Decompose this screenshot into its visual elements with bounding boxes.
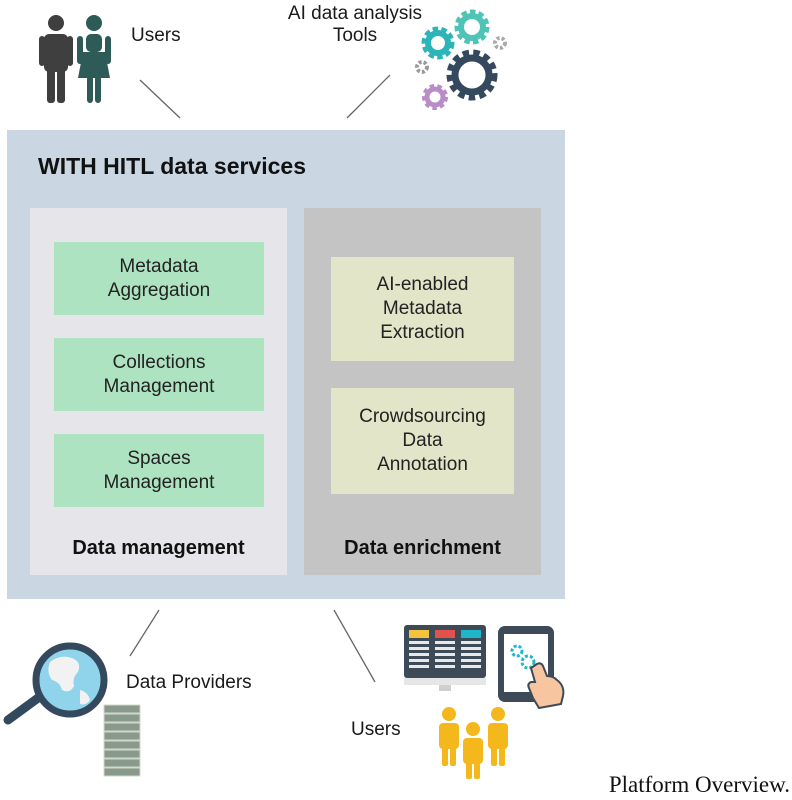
- data-enrichment-title: Data enrichment: [344, 537, 501, 559]
- magnifier-globe-icon: [3, 642, 108, 725]
- users-label-bottom: Users: [351, 719, 401, 740]
- server-stack-icon: [103, 704, 141, 777]
- crowdsourcing-annotation-box: Crowdsourcing Data Annotation: [331, 388, 514, 494]
- figure-caption: Platform Overview.: [608, 772, 790, 797]
- gear-grey-right-icon: [493, 36, 507, 50]
- gear-purple-icon: [422, 84, 448, 110]
- hitl-title: WITH HITL data services: [38, 153, 306, 179]
- tablet-touch-icon: [498, 626, 565, 710]
- users-label-top: Users: [131, 25, 181, 46]
- ai-tools-label: AI data analysis Tools: [287, 3, 423, 46]
- data-management-title: Data management: [72, 537, 245, 559]
- gear-teal-mid-icon: [421, 26, 455, 60]
- collections-management-box: Collections Management: [54, 338, 264, 411]
- users-group-icon: [439, 707, 508, 779]
- connector-users-bottom: [333, 609, 376, 683]
- gear-dark-large-icon: [446, 49, 498, 101]
- gear-teal-top-icon: [454, 9, 490, 45]
- connector-users-top: [139, 79, 181, 119]
- connector-data-providers: [129, 609, 160, 657]
- connector-ai-tools: [346, 74, 391, 119]
- spaces-management-box: Spaces Management: [54, 434, 264, 507]
- monitor-icon: [404, 625, 486, 691]
- gears-icon: [415, 9, 507, 110]
- data-providers-label: Data Providers: [126, 672, 252, 693]
- gear-grey-small-icon: [415, 60, 429, 74]
- metadata-aggregation-box: Metadata Aggregation: [54, 242, 264, 315]
- users-icon: [39, 15, 111, 103]
- ai-metadata-extraction-box: AI-enabled Metadata Extraction: [331, 257, 514, 361]
